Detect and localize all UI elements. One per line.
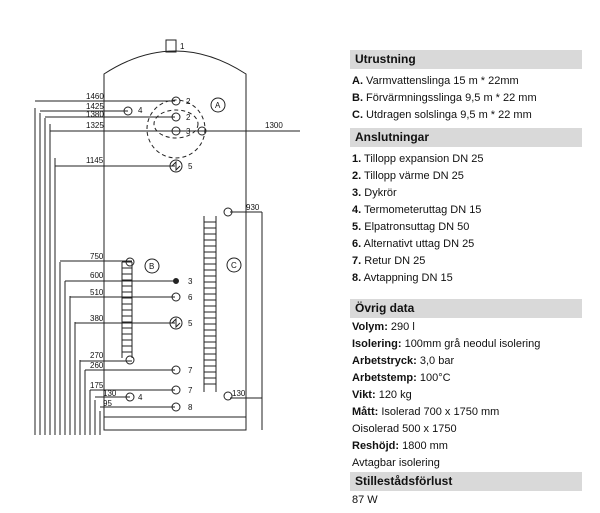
list-item: 6. Alternativt uttag DN 25 bbox=[352, 238, 475, 250]
dim-label-right: 930 bbox=[246, 203, 260, 212]
utrustning-list: A. Varmvattenslinga 15 m * 22mm B. Förvä… bbox=[350, 69, 582, 128]
dim-label-right: 1300 bbox=[265, 121, 283, 130]
dim-label: 95 bbox=[103, 399, 112, 408]
list-item: Arbetstryck: 3,0 bar bbox=[352, 355, 455, 367]
dim-label: 130 bbox=[103, 389, 117, 398]
stillestand-list: 87 W bbox=[350, 491, 582, 513]
dim-label: 1425 bbox=[86, 102, 104, 111]
section-ovrig-title: Övrig data bbox=[350, 299, 582, 318]
coil-c bbox=[203, 216, 217, 392]
conn-number: 8 bbox=[188, 403, 193, 412]
conn-number: 2 bbox=[186, 97, 191, 106]
conn-number: 2 bbox=[186, 113, 191, 122]
dim-label: 260 bbox=[90, 361, 104, 370]
section-anslutningar-title: Anslutningar bbox=[350, 128, 582, 147]
conn-number: 6 bbox=[188, 293, 193, 302]
ovrig-list: Volym: 290 l Isolering: 100mm grå neodul… bbox=[350, 318, 582, 472]
dim-label: 175 bbox=[90, 381, 104, 390]
list-item: 3. Dykrör bbox=[352, 187, 397, 199]
list-item: 4. Termometeruttag DN 15 bbox=[352, 204, 482, 216]
list-item: Volym: 290 l bbox=[352, 321, 415, 333]
conn-number: 3 bbox=[188, 277, 193, 286]
tank-diagram: 1460 1425 1380 1325 1145 750 600 510 380… bbox=[34, 39, 300, 435]
list-item: 8. Avtappning DN 15 bbox=[352, 272, 453, 284]
dim-label: 1145 bbox=[86, 156, 104, 165]
list-item: Avtagbar isolering bbox=[352, 457, 440, 469]
conn-number: 5 bbox=[188, 162, 193, 171]
list-item: 7. Retur DN 25 bbox=[352, 255, 426, 267]
coil-a-outline bbox=[146, 99, 206, 159]
coil-b bbox=[121, 261, 133, 358]
list-item: A. Varmvattenslinga 15 m * 22mm bbox=[352, 75, 519, 87]
nozzle-label: 1 bbox=[180, 42, 185, 51]
dim-label: 510 bbox=[90, 288, 104, 297]
dim-label-right: 130 bbox=[232, 389, 246, 398]
list-item: Arbetstemp: 100°C bbox=[352, 372, 451, 384]
conn-number: 5 bbox=[188, 319, 193, 328]
list-item: 1. Tillopp expansion DN 25 bbox=[352, 153, 484, 165]
list-item: C. Utdragen solslinga 9,5 m * 22 mm bbox=[352, 109, 532, 121]
conn-number: 3 bbox=[186, 127, 191, 136]
top-nozzle bbox=[165, 39, 177, 53]
coil-label-a: A bbox=[215, 101, 221, 110]
dim-label: 1325 bbox=[86, 121, 104, 130]
spec-panel: Utrustning A. Varmvattenslinga 15 m * 22… bbox=[350, 50, 582, 513]
list-item: Vikt: 120 kg bbox=[352, 389, 412, 401]
anslutningar-list: 1. Tillopp expansion DN 25 2. Tillopp vä… bbox=[350, 147, 582, 291]
dim-label: 1380 bbox=[86, 110, 104, 119]
dim-label: 600 bbox=[90, 271, 104, 280]
section-utrustning-title: Utrustning bbox=[350, 50, 582, 69]
list-item: Reshöjd: 1800 mm bbox=[352, 440, 448, 452]
list-item: 5. Elpatronsuttag DN 50 bbox=[352, 221, 470, 233]
conn-number: 7 bbox=[188, 386, 193, 395]
dim-label: 270 bbox=[90, 351, 104, 360]
tank-outline bbox=[103, 50, 247, 431]
conn-number: 7 bbox=[188, 366, 193, 375]
conn-number: 4 bbox=[138, 393, 143, 402]
list-item: Mått: Isolerad 700 x 1750 mm bbox=[352, 406, 500, 418]
coil-label-c: C bbox=[231, 261, 237, 270]
coil-label-b: B bbox=[149, 262, 154, 271]
stillestand-value: 87 W bbox=[352, 494, 378, 506]
dim-label: 380 bbox=[90, 314, 104, 323]
list-item: B. Förvärmningsslinga 9,5 m * 22 mm bbox=[352, 92, 537, 104]
list-item: 2. Tillopp värme DN 25 bbox=[352, 170, 464, 182]
section-stillestand-title: Stillestådsförlust bbox=[350, 472, 582, 491]
dim-label: 1460 bbox=[86, 92, 104, 101]
dim-label: 750 bbox=[90, 252, 104, 261]
list-item: Oisolerad 500 x 1750 bbox=[352, 423, 457, 435]
list-item: Isolering: 100mm grå neodul isolering bbox=[352, 338, 541, 350]
conn-number: 4 bbox=[138, 106, 143, 115]
